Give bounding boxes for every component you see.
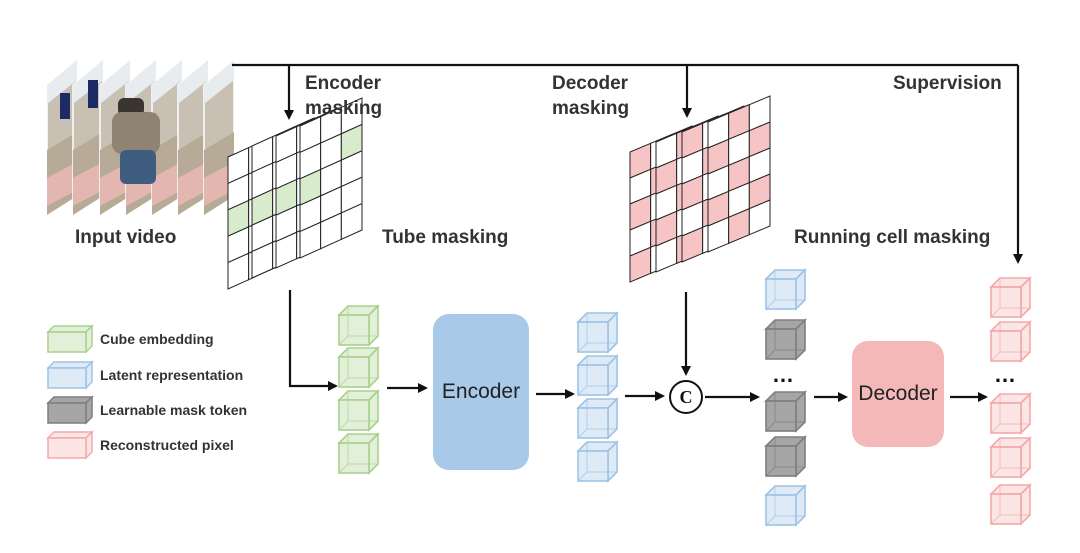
reconstructed-token [989,483,1032,526]
legend-item-learnable-mask-token: Learnable mask token [100,402,248,418]
token-cubes [46,268,1032,527]
supervision-label: Supervision [893,73,1002,94]
input-video-label: Input video [75,227,177,248]
latent-token [576,440,619,483]
cube-embedding-token [337,346,380,389]
mask-token [764,318,807,361]
running-cell-masking-frame [707,95,771,253]
latent-token [576,311,619,354]
sign-post [88,80,98,108]
decoder-masking-label-line2: masking [552,98,630,119]
legend-swatch-blue-cube [46,360,94,390]
latent-token [576,397,619,440]
concatenation-symbol: C [669,380,703,414]
legend-item-cube-embedding: Cube embedding [100,331,214,347]
person-body [112,112,160,154]
visible-latent-token [764,484,807,527]
legend-swatch-red-cube [46,430,94,460]
cube-embedding-token [337,432,380,475]
legend-item-reconstructed-pixel: Reconstructed pixel [100,437,234,453]
tube-to-embedding-arrow [288,290,338,391]
tube-masking-label: Tube masking [382,227,509,248]
mask-token-ellipsis: … [772,362,795,387]
latent-token [576,354,619,397]
flow-arrows [232,63,1023,402]
sign-post [60,93,70,119]
encoder-block: Encoder [433,314,529,470]
reconstructed-token [989,392,1032,435]
video-frame [177,58,209,217]
mask-token [764,390,807,433]
decoder-block: Decoder [852,341,944,447]
person-legs [120,150,156,184]
legend-swatch-green-cube [46,324,94,354]
person-head [118,98,144,116]
reconstructed-token [989,320,1032,363]
visible-latent-token [764,268,807,311]
reconstructed-token [989,276,1032,319]
video-frame [203,58,235,217]
video-frame [151,58,183,217]
cube-embedding-token [337,304,380,347]
legend-swatch-gray-cube [46,395,94,425]
encoder-masking-label-line2: masking [305,98,383,119]
cube-embedding-token [337,389,380,432]
reconstruction-ellipsis: … [994,362,1017,387]
reconstructed-token [989,436,1032,479]
running-cell-masking-label: Running cell masking [794,227,991,248]
mask-token [764,435,807,478]
decoder-masking-label-line1: Decoder [552,73,629,94]
tube-masking-frame [299,97,363,259]
legend-item-latent-representation: Latent representation [100,367,244,383]
input-video-frames [46,58,235,217]
encoder-masking-label-line1: Encoder [305,73,382,94]
video-frame [72,58,104,217]
masking-grids [227,95,771,290]
